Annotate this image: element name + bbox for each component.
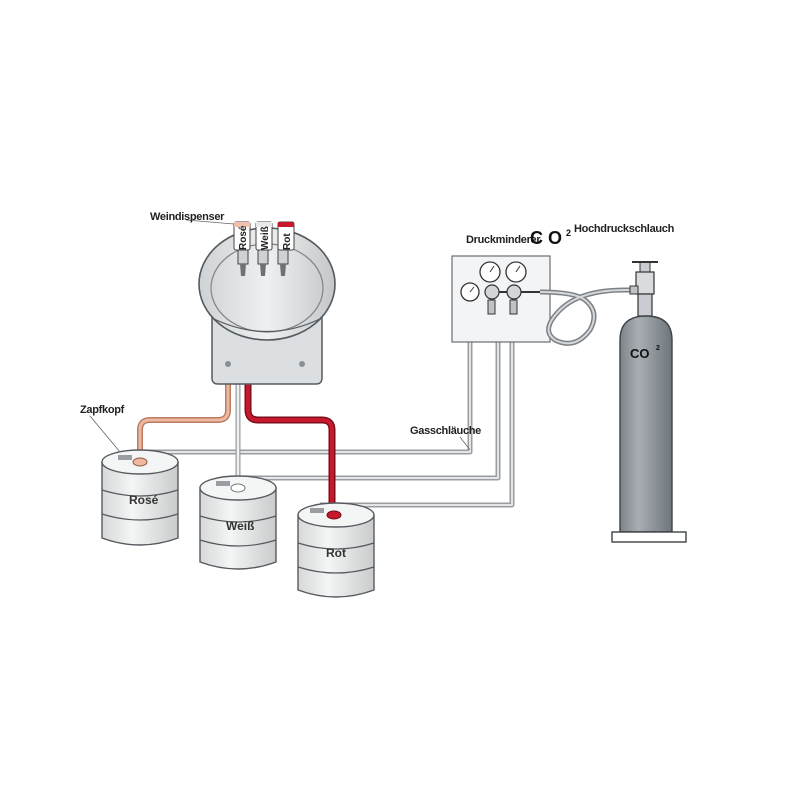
tap-handle-weiss: Weiß xyxy=(255,221,273,251)
label-gasschlaeuche: Gasschläuche xyxy=(410,425,481,437)
keg-rot: Rot xyxy=(297,502,375,598)
label-co2: C O xyxy=(530,228,562,248)
cylinder-foot xyxy=(611,531,687,543)
high-pressure-hose xyxy=(539,287,640,346)
wine-line-rot xyxy=(244,380,336,512)
label-co2-sub: 2 xyxy=(566,228,571,238)
gauge-left xyxy=(479,261,501,283)
label-hochdruckschlauch: Hochdruckschlauch xyxy=(574,223,675,235)
label-zapfkopf: Zapfkopf xyxy=(80,404,125,416)
label-weindispenser: Weindispenser xyxy=(150,211,225,223)
gauge-side xyxy=(460,282,480,302)
tap-label-rose: Rosé xyxy=(238,225,249,250)
cylinder-co2-sub: 2 xyxy=(656,345,660,352)
wine-dispenser: Rosé Weiß Rot xyxy=(198,221,336,385)
tap-handle-rose: Rosé xyxy=(233,221,251,251)
gauge-right xyxy=(505,261,527,283)
keg-label-weiss: Weiß xyxy=(226,519,254,533)
tap-label-weiss: Weiß xyxy=(260,226,271,250)
co2-cylinder: CO 2 xyxy=(611,261,687,543)
tap-weiss xyxy=(257,247,269,276)
keg-label-rose: Rosé xyxy=(129,493,159,507)
tap-label-rot: Rot xyxy=(282,233,293,250)
pressure-reducer xyxy=(451,255,551,343)
label-druckminderer: Druckminderer xyxy=(466,234,541,246)
tap-handle-rot: Rot xyxy=(277,221,295,251)
keg-rose: Rosé xyxy=(101,449,179,546)
keg-label-rot: Rot xyxy=(326,546,346,560)
keg-weiss: Weiß xyxy=(199,475,277,570)
wine-line-rose xyxy=(137,380,231,458)
annotation-leaders xyxy=(89,219,471,453)
cylinder-co2-label: CO xyxy=(630,346,650,361)
